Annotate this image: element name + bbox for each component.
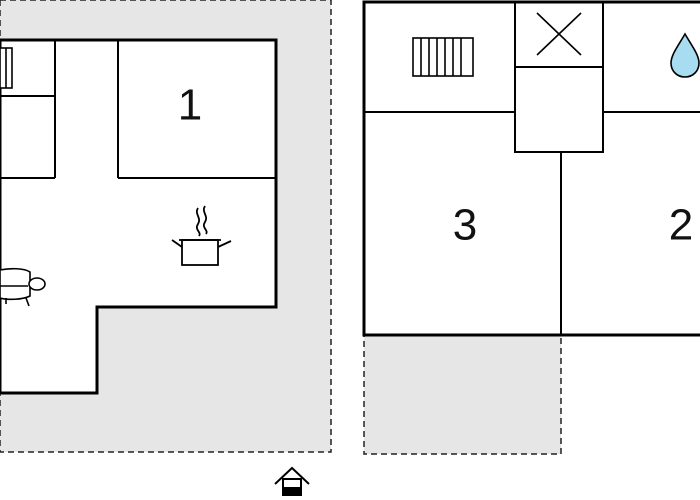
right-interior-walls (364, 1, 700, 335)
sofa-icon (0, 267, 46, 307)
water-drop-icon (670, 32, 700, 78)
entrance-icon (274, 466, 310, 496)
radiator-small-icon (0, 47, 13, 89)
outdoor-area-right (363, 334, 562, 455)
radiator-icon (412, 37, 474, 77)
room-number-1: 1 (178, 81, 202, 130)
room-number-2: 2 (669, 201, 693, 250)
left-building (0, 38, 278, 395)
cross-icon (536, 12, 582, 56)
room-number-3: 3 (453, 201, 477, 250)
left-interior-walls (0, 40, 276, 179)
cooking-pot-icon (171, 205, 232, 266)
